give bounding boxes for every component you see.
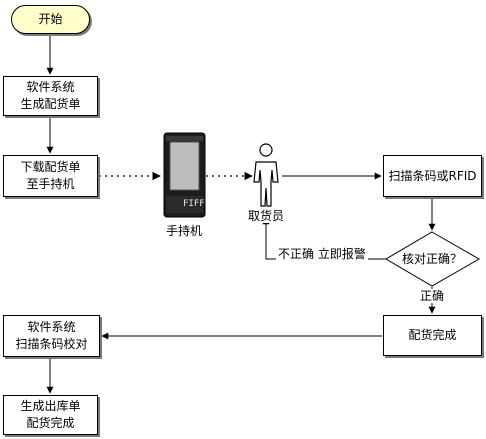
start-node: 开始 <box>11 5 90 34</box>
picker-label: 取货员 <box>248 209 285 223</box>
download-node: 下载配货单 至手持机 <box>3 155 98 197</box>
generate-order-line1: 软件系统 <box>26 80 75 94</box>
generate-order-line2: 生成配货单 <box>20 97 81 111</box>
outbound-line2: 配货完成 <box>26 416 75 430</box>
person-icon <box>253 143 279 207</box>
handheld-device-text: FIFF <box>183 199 205 209</box>
outbound-line1: 生成出库单 <box>20 399 81 413</box>
pick-done-node: 配货完成 <box>383 315 482 356</box>
outbound-node: 生成出库单 配货完成 <box>3 395 98 435</box>
system-check-line2: 扫描条码校对 <box>15 337 88 351</box>
generate-order-node: 软件系统 生成配货单 <box>3 76 98 116</box>
incorrect-label: 不正确 立即报警 <box>276 247 368 261</box>
check-diamond <box>385 231 481 287</box>
download-line2: 至手持机 <box>26 177 75 191</box>
system-check-node: 软件系统 扫描条码校对 <box>3 315 100 357</box>
download-line1: 下载配货单 <box>20 160 81 174</box>
start-label: 开始 <box>38 12 63 26</box>
correct-label: 正确 <box>420 289 445 303</box>
scan-label: 扫描条码或RFID <box>388 168 477 183</box>
handheld-label: 手持机 <box>166 224 203 238</box>
scan-node: 扫描条码或RFID <box>383 155 482 197</box>
pick-done-label: 配货完成 <box>408 328 457 342</box>
handheld-device-icon <box>163 132 206 218</box>
system-check-line1: 软件系统 <box>27 320 76 334</box>
check-label: 核对正确？ <box>402 252 463 266</box>
